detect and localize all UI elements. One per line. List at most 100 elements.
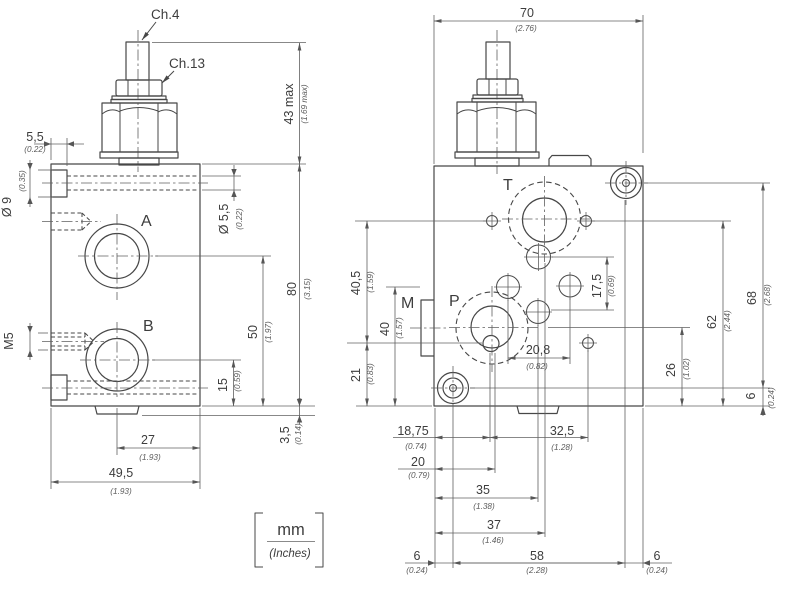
svg-text:(0.35): (0.35) — [18, 170, 27, 192]
valve-body-front: A B — [42, 163, 208, 415]
svg-text:(0.22): (0.22) — [235, 208, 244, 230]
dim-17-5: 17,5 (0.69) — [590, 256, 616, 311]
svg-text:15: 15 — [216, 378, 230, 392]
units-inches: (Inches) — [269, 548, 311, 560]
side-hole-bottom — [50, 374, 68, 401]
port-b — [80, 322, 156, 400]
dim-6-58-6: 6 (0.24) 58 (2.28) 6 (0.24) — [405, 549, 672, 575]
callout-ch4: Ch.4 — [141, 7, 180, 41]
pilot-hole-below-t — [524, 243, 553, 271]
dim-dia5-5: Ø 5,5 (0.22) — [202, 165, 244, 234]
port-b-label: B — [143, 318, 154, 335]
dim-15: 15 (0.59) — [152, 359, 242, 407]
units-legend: mm (Inches) — [254, 512, 324, 568]
port-p — [449, 286, 540, 372]
svg-text:Ø 9: Ø 9 — [0, 197, 14, 217]
svg-text:6: 6 — [414, 549, 421, 563]
port-p-label: P — [449, 293, 460, 310]
dim-6-side: 6 (0.24) — [744, 387, 776, 416]
side-hole-top — [50, 169, 68, 198]
dim-3-5: 3,5 (0.14) — [142, 398, 315, 445]
svg-text:(0.69): (0.69) — [607, 275, 616, 297]
svg-text:(0.22): (0.22) — [24, 145, 46, 154]
svg-text:(0.24): (0.24) — [646, 566, 668, 575]
dim-5-5-offset: 5,5 (0.22) — [24, 130, 84, 166]
svg-text:62: 62 — [705, 315, 719, 329]
svg-text:40,5: 40,5 — [349, 271, 363, 295]
svg-text:80: 80 — [285, 282, 299, 296]
right-view-extension-lines — [347, 15, 770, 568]
hidden-plug-upper — [42, 212, 101, 231]
small-hole-lower — [579, 334, 597, 352]
svg-text:(0.14): (0.14) — [294, 423, 303, 445]
svg-text:21: 21 — [349, 368, 363, 382]
bolt-hole-top-right — [605, 161, 648, 205]
dim-49-5: 49,5 (1.93) — [50, 408, 201, 496]
dim-20: 20 (0.79) — [398, 455, 496, 480]
svg-text:(1.38): (1.38) — [473, 502, 495, 511]
svg-text:(0.59): (0.59) — [233, 370, 242, 392]
port-t-label: T — [503, 177, 513, 194]
top-boss-side — [548, 154, 592, 166]
svg-text:(0.82): (0.82) — [526, 362, 548, 371]
dim-21: 21 (0.83) — [349, 342, 375, 407]
svg-text:68: 68 — [745, 291, 759, 305]
svg-text:32,5: 32,5 — [550, 424, 574, 438]
pilot-hole-left — [494, 273, 522, 301]
svg-text:18,75: 18,75 — [397, 424, 428, 438]
svg-text:(1.59): (1.59) — [366, 271, 375, 293]
dim-40-5: 40,5 (1.59) — [349, 220, 375, 344]
dim-70: 70 (2.76) — [433, 6, 644, 33]
port-a-label: A — [141, 213, 152, 230]
dim-35: 35 (1.38) — [434, 483, 539, 511]
svg-text:35: 35 — [476, 483, 490, 497]
svg-text:(1.97): (1.97) — [264, 321, 273, 343]
port-t — [502, 176, 590, 262]
dim-68: 68 (2.68) — [745, 182, 772, 389]
bolt-hole-bottom-left — [431, 366, 475, 405]
dim-80: 80 (3.15) — [202, 163, 315, 407]
svg-text:26: 26 — [664, 363, 678, 377]
units-bracket-left — [254, 512, 263, 568]
svg-text:50: 50 — [246, 325, 260, 339]
right-view: T P M — [347, 6, 776, 575]
cartridge-valve-side — [454, 30, 540, 174]
dim-32-5: 32,5 (1.28) — [489, 424, 589, 452]
cartridge-valve-front — [99, 30, 179, 172]
svg-text:(2.28): (2.28) — [526, 566, 548, 575]
dim-m5: M5 — [2, 323, 48, 360]
svg-text:(2.44): (2.44) — [723, 310, 732, 332]
svg-text:(1.46): (1.46) — [482, 536, 504, 545]
callout-ch13: Ch.13 — [161, 56, 205, 84]
dim-26: 26 (1.02) — [664, 327, 691, 407]
left-view-dimensions: 43 max (1.69 max) 5,5 (0.22) Ø 9 — [0, 42, 315, 496]
left-view: Ch.4 Ch.13 — [0, 7, 315, 496]
svg-text:(0.24): (0.24) — [767, 387, 776, 409]
dim-37: 37 (1.46) — [434, 518, 546, 545]
svg-text:(0.83): (0.83) — [366, 363, 375, 385]
svg-text:M5: M5 — [2, 332, 16, 349]
svg-text:(3.15): (3.15) — [303, 278, 312, 300]
dim-18-75: 18,75 (0.74) — [393, 424, 491, 451]
svg-text:(1.93): (1.93) — [110, 487, 132, 496]
valve-body-side: T P M — [401, 154, 648, 415]
svg-text:(1.02): (1.02) — [682, 358, 691, 380]
svg-text:37: 37 — [487, 518, 501, 532]
svg-text:(0.24): (0.24) — [406, 566, 428, 575]
svg-text:40: 40 — [378, 322, 392, 336]
port-a — [78, 214, 158, 300]
svg-text:3,5: 3,5 — [278, 426, 292, 443]
svg-text:(1.69 max): (1.69 max) — [300, 84, 309, 123]
units-bracket-right — [315, 512, 324, 568]
svg-text:Ø 5,5: Ø 5,5 — [217, 204, 231, 235]
svg-text:43 max: 43 max — [282, 83, 296, 125]
svg-text:6: 6 — [744, 392, 758, 399]
right-view-dimensions: 70 (2.76) 40,5 (1.59) 21 (0.83) 40 (1.57… — [349, 6, 776, 575]
svg-text:20,8: 20,8 — [526, 343, 550, 357]
dim-62: 62 (2.44) — [705, 220, 732, 407]
dim-27: 27 (1.93) — [116, 408, 201, 462]
callout-ch4-label: Ch.4 — [151, 7, 180, 22]
pilot-hole-center — [524, 298, 552, 326]
